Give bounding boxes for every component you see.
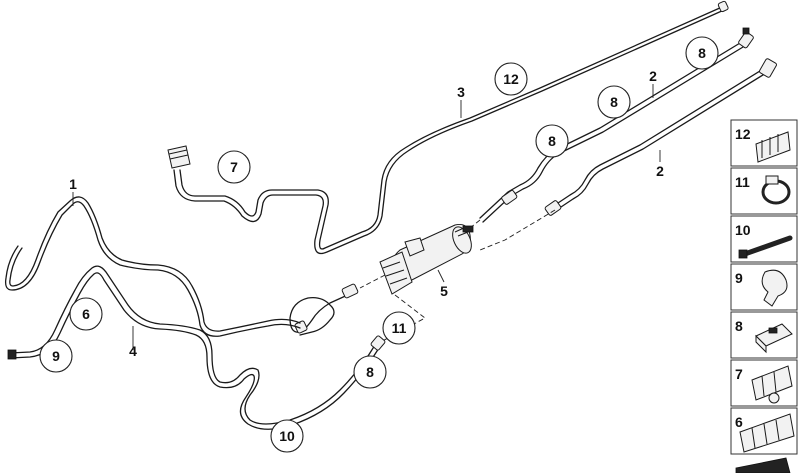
legend-item-6: 6 — [730, 407, 798, 455]
callout-11: 11 — [382, 311, 416, 345]
callout-12-top: 12 — [494, 62, 528, 96]
callout-8-top: 8 — [685, 36, 719, 70]
legend-item-7: 7 — [730, 359, 798, 407]
callout-7: 7 — [217, 150, 251, 184]
label-4: 4 — [129, 343, 137, 359]
svg-text:8: 8 — [548, 133, 556, 149]
pipe-3 — [167, 0, 729, 255]
callout-8-lower: 8 — [535, 124, 569, 158]
callout-8-mid: 8 — [597, 85, 631, 119]
svg-text:6: 6 — [735, 414, 743, 430]
legend-item-12: 12 — [730, 119, 798, 167]
pipe-4 — [7, 265, 386, 430]
legend-item-9: 9 — [730, 263, 798, 311]
svg-text:6: 6 — [82, 306, 90, 322]
legend-item-8: 8 — [730, 311, 798, 359]
svg-text:7: 7 — [230, 159, 238, 175]
svg-text:12: 12 — [735, 126, 751, 142]
label-5: 5 — [440, 283, 448, 299]
svg-text:10: 10 — [279, 428, 295, 444]
fuel-filter — [359, 209, 556, 346]
pipe-2-lower — [544, 58, 777, 216]
legend-item-11: 11 — [730, 167, 798, 215]
svg-text:10: 10 — [735, 222, 751, 238]
label-1: 1 — [69, 176, 77, 192]
svg-text:8: 8 — [735, 318, 743, 334]
svg-text:9: 9 — [52, 348, 60, 364]
svg-text:8: 8 — [698, 45, 706, 61]
pipe-1 — [4, 196, 301, 337]
label-2-right: 2 — [656, 163, 664, 179]
legend-item-partial — [735, 457, 791, 473]
callout-9: 9 — [39, 339, 73, 373]
svg-text:8: 8 — [366, 364, 374, 380]
svg-text:8: 8 — [610, 94, 618, 110]
callout-10: 10 — [270, 419, 304, 453]
svg-text:12: 12 — [503, 71, 519, 87]
svg-text:7: 7 — [735, 366, 743, 382]
pipe-loop — [289, 283, 359, 336]
svg-text:11: 11 — [735, 174, 750, 190]
leader-lines — [72, 84, 661, 350]
svg-text:11: 11 — [392, 320, 407, 336]
parts-legend: 12 11 10 9 8 — [730, 119, 798, 473]
callout-8-bottom: 8 — [353, 355, 387, 389]
legend-item-10: 10 — [730, 215, 798, 263]
label-3: 3 — [457, 84, 465, 100]
svg-text:9: 9 — [735, 270, 743, 286]
label-2-top: 2 — [649, 68, 657, 84]
callout-6: 6 — [69, 297, 103, 331]
